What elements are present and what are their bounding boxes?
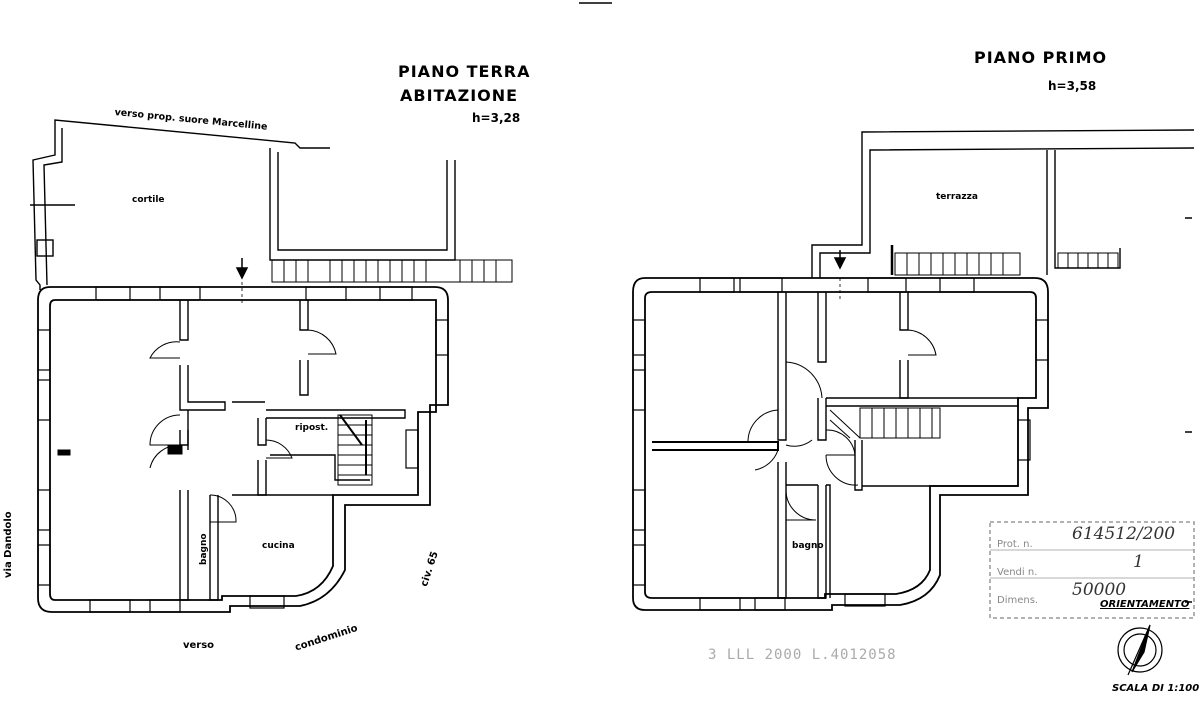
first-floor-height: h=3,58 xyxy=(1048,79,1097,93)
ground-floor-entrance-arrow xyxy=(235,258,249,305)
faint-reference-code: 3 LLL 2000 L.4012058 xyxy=(708,647,897,663)
stamp-dimension-label: Dimens. xyxy=(997,595,1039,606)
scale-label: SCALA DI 1:100 xyxy=(1112,683,1199,694)
radiator-fixture xyxy=(57,449,71,456)
ground-floor-outer-wall xyxy=(37,286,449,613)
orientation-label: ORIENTAMENTO xyxy=(1100,599,1190,610)
first-floor-outer-wall xyxy=(632,277,1049,611)
courtyard-label: cortile xyxy=(132,195,165,205)
ground-floor-subtitle: ABITAZIONE xyxy=(400,86,519,105)
ground-floor-staircase xyxy=(271,259,513,486)
ground-bath-label: bagno xyxy=(199,533,209,565)
street-name-label: via Dandolo xyxy=(3,511,14,578)
first-floor-plan xyxy=(632,129,1195,611)
stamp-handwritten-value: 50000 xyxy=(1072,580,1127,600)
ground-floor-door-swings xyxy=(149,329,337,523)
ground-floor-height: h=3,28 xyxy=(472,111,521,125)
radiator-fixture xyxy=(167,445,183,455)
towards-label: verso xyxy=(183,640,215,651)
stamp-handwritten-code: 614512/200 xyxy=(1072,524,1176,544)
ground-floor-interior-walls xyxy=(179,300,406,601)
first-floor-title: PIANO PRIMO xyxy=(974,48,1108,67)
first-floor-staircase xyxy=(829,245,1119,439)
ground-floor-plan xyxy=(30,119,513,613)
margin-marks xyxy=(579,2,1192,603)
stamp-handwritten-sheet: 1 xyxy=(1133,552,1144,572)
first-floor-door-swings xyxy=(747,329,937,521)
kitchen-label: cucina xyxy=(262,541,295,551)
first-bath-label: bagno xyxy=(792,541,824,551)
stamp-protocol-label: Prot. n. xyxy=(997,539,1033,550)
first-floor-interior-walls xyxy=(652,292,1019,599)
first-floor-windows xyxy=(632,277,1049,611)
ground-floor-title: PIANO TERRA xyxy=(398,62,531,81)
courtyard-boundary-wall xyxy=(30,119,456,290)
storage-room-label: ripost. xyxy=(295,423,329,433)
ground-floor-windows xyxy=(37,286,449,613)
stamp-sales-label: Vendi n. xyxy=(997,567,1038,578)
compass-rose xyxy=(1117,624,1163,676)
registry-stamp-box xyxy=(989,521,1195,619)
terrace-label: terrazza xyxy=(936,192,978,202)
first-floor-entrance-arrow xyxy=(833,250,847,300)
